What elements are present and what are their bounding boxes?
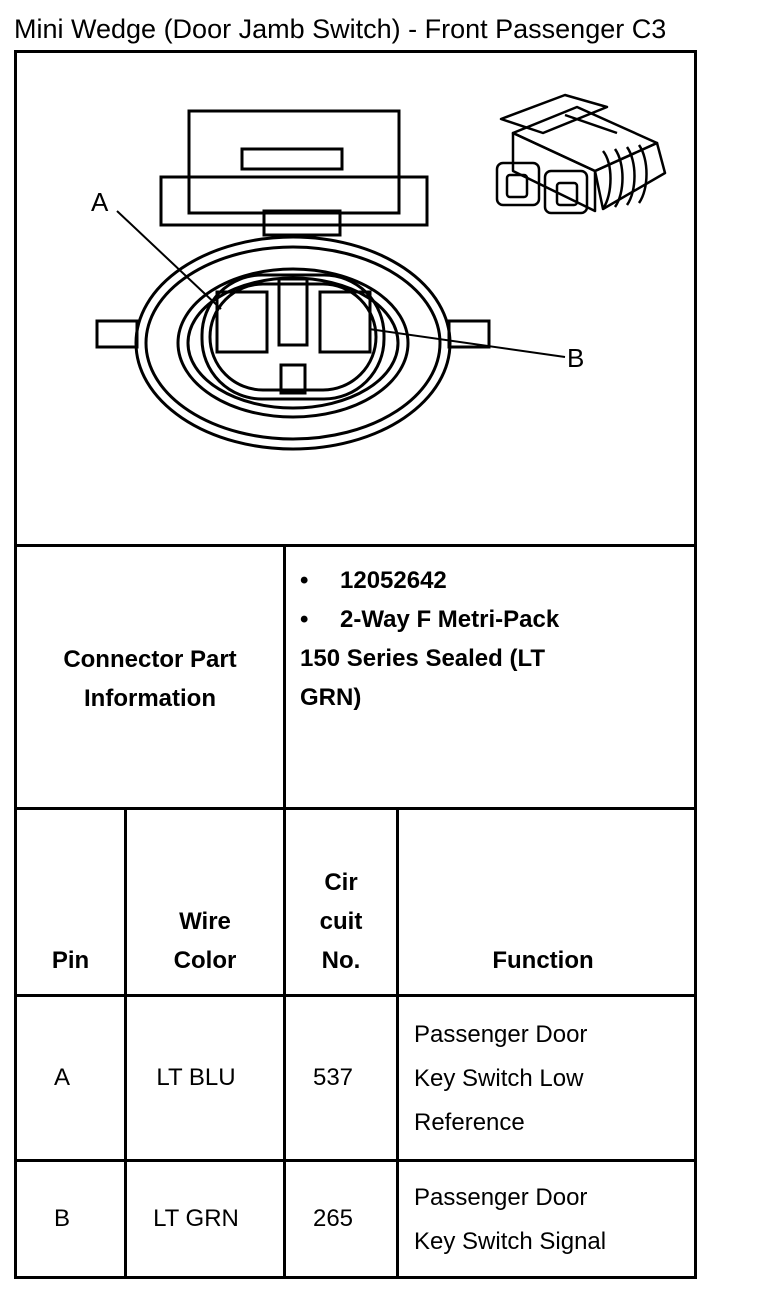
bullet: • [300,606,309,633]
row-divider [14,544,697,547]
outer-shell [134,235,452,451]
header-wire-color: Wire Color [173,908,237,974]
latch-housing [187,109,401,215]
outer-shell-inner-ring [144,245,442,441]
row-a-wire-color: LT BLU [156,1064,236,1091]
terminal-b [318,290,372,354]
connector-table [14,50,697,1279]
row-divider [14,994,697,997]
bullet: • [300,567,309,594]
header-circuit-number: Cir cuit No. [319,869,363,974]
center-key-top [277,277,309,347]
connector-info-label: Connector Part Information [63,646,237,712]
latch-slot [240,147,344,171]
leader-line-a [116,210,222,310]
connector-info-value: •12052642 •2-Way F Metri-Pack 150 Series… [300,561,690,717]
row-a-function: Passenger Door Key Switch Low Reference [414,1021,588,1136]
center-key-bottom [279,363,307,395]
header-function: Function [492,947,594,974]
row-a-circuit: 537 [312,1064,354,1091]
row-b-circuit: 265 [312,1205,354,1232]
connector-3d-icon [495,93,667,215]
terminal-a [215,290,269,354]
row-b-pin: B [53,1205,70,1232]
row-divider [14,1159,697,1162]
column-divider [124,807,127,1279]
terminal-cavity-inner [208,282,378,392]
row-a-pin: A [53,1064,70,1091]
left-tab [95,319,139,349]
latch-tab [262,209,342,237]
leader-line-b [368,328,566,358]
column-divider [396,807,399,1279]
terminal-cavity-frame [200,273,386,401]
row-divider [14,807,697,810]
connector-diagram: A B [91,93,667,451]
connector-body [159,175,429,227]
pin-label-a: A [91,187,109,217]
seal-ring [176,267,410,419]
part-number: 12052642 [340,567,447,594]
row-b-function: Passenger Door Key Switch Signal [414,1184,607,1255]
row-b-wire-color: LT GRN [153,1205,239,1232]
header-pin: Pin [51,947,90,974]
column-divider [283,544,286,1279]
page-title: Mini Wedge (Door Jamb Switch) - Front Pa… [14,14,667,44]
pin-label-b: B [567,343,584,373]
connector-type: 2-Way F Metri-Pack [340,606,560,633]
